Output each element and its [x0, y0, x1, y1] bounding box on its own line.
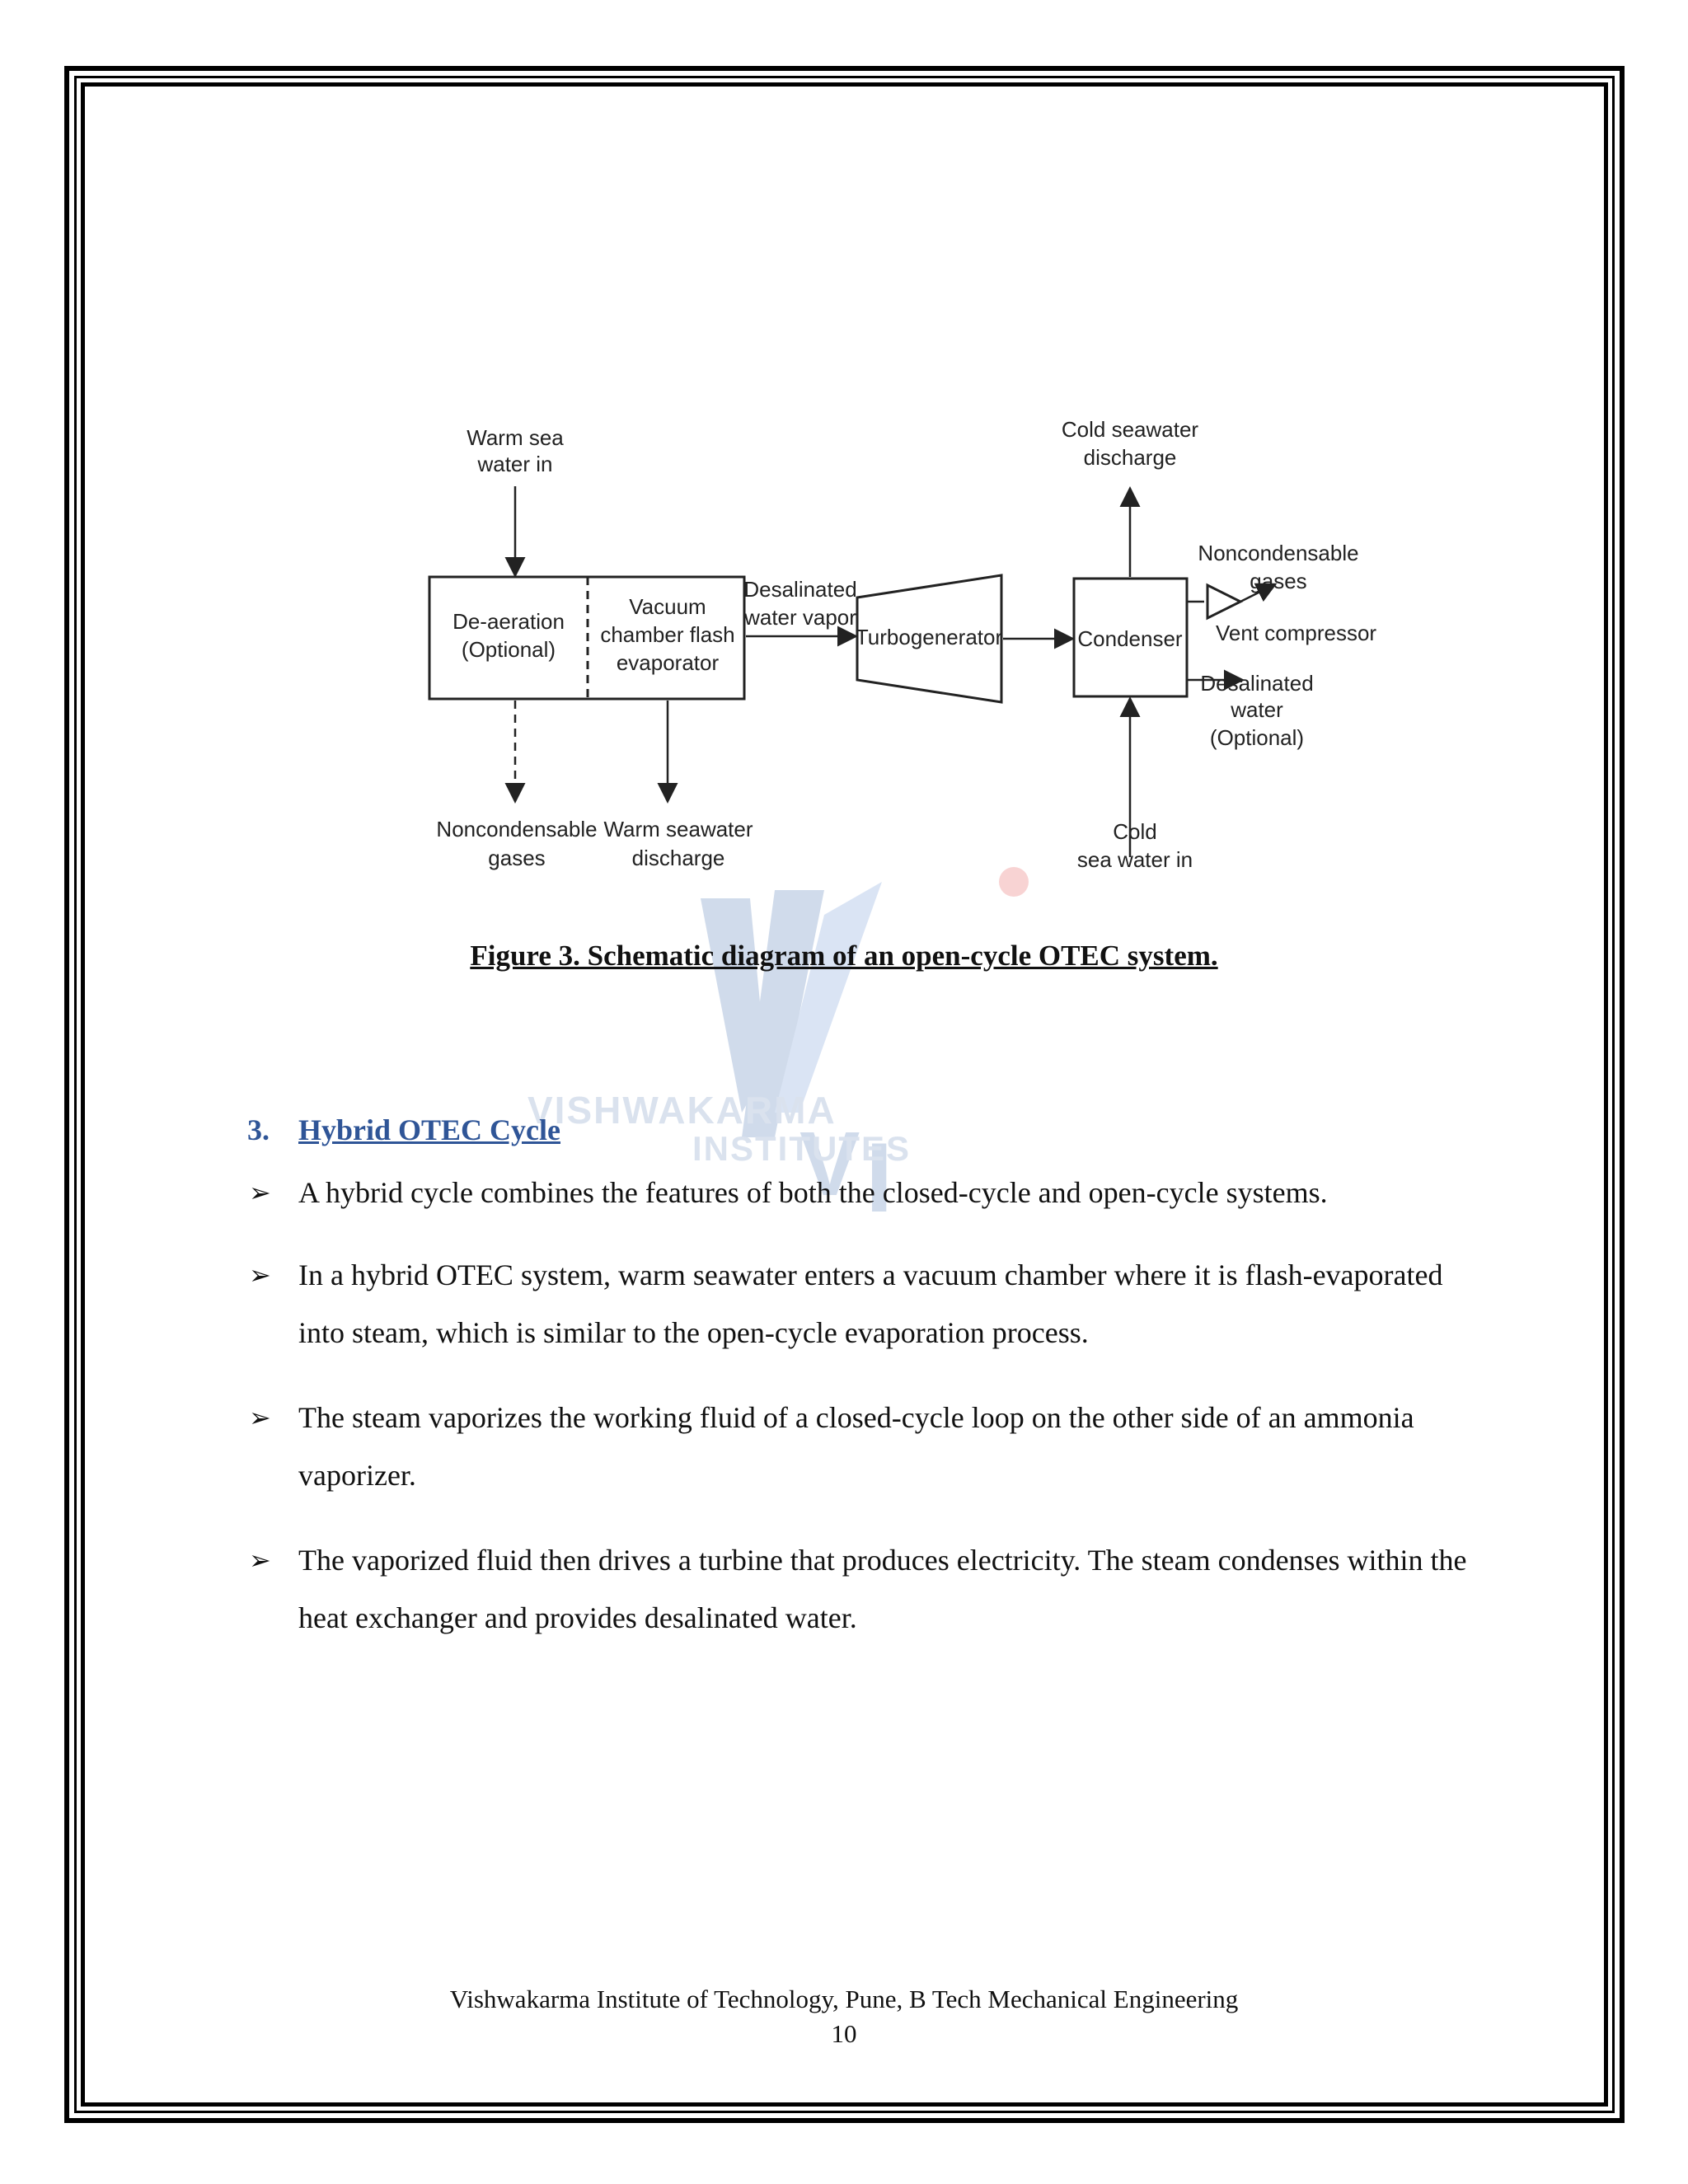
institute-watermark-logo: V I VISHWAKARMA INSTITUTES	[528, 865, 1039, 1244]
vent-compressor-shape	[1206, 583, 1244, 621]
page-number: 10	[831, 2019, 857, 2048]
figure-caption: Figure 3. Schematic diagram of an open-c…	[470, 940, 1218, 972]
svg-text:V: V	[799, 1113, 860, 1215]
label-turbogenerator: Turbogenerator	[856, 625, 1003, 649]
label-condenser: Condenser	[1077, 626, 1183, 651]
label-deaeration: De-aeration(Optional)	[452, 609, 565, 662]
turbogenerator-shape	[856, 574, 1003, 704]
page-border-inner	[81, 82, 1608, 2107]
bullet-text: The vaporized fluid then drives a turbin…	[298, 1544, 1467, 1634]
arrow-bullet-icon: ➢	[249, 1178, 271, 1207]
section-heading: 3. Hybrid OTEC Cycle	[247, 1113, 560, 1147]
page-border-outer	[64, 66, 1625, 2123]
arrow-bullet-icon: ➢	[249, 1545, 271, 1575]
watermark-text-line1: VISHWAKARMA	[528, 1089, 837, 1132]
bullet-item: ➢ In a hybrid OTEC system, warm seawater…	[249, 1246, 1469, 1361]
bullet-item: ➢ The vaporized fluid then drives a turb…	[249, 1531, 1469, 1647]
watermark-text-line2: INSTITUTES	[692, 1129, 912, 1168]
section-number: 3.	[247, 1113, 270, 1146]
arrow-bullet-icon: ➢	[249, 1260, 271, 1290]
footer-institute-line: Vishwakarma Institute of Technology, Pun…	[449, 1985, 1239, 2013]
bullet-item: ➢ A hybrid cycle combines the features o…	[249, 1164, 1469, 1221]
bullet-item: ➢ The steam vaporizes the working fluid …	[249, 1389, 1469, 1504]
page-border-middle	[74, 76, 1615, 2113]
svg-text:I: I	[865, 1122, 893, 1233]
label-vent-compressor: Vent compressor	[1216, 621, 1376, 645]
bullet-text: In a hybrid OTEC system, warm seawater e…	[298, 1258, 1443, 1349]
arrow-bullet-icon: ➢	[249, 1403, 271, 1432]
bullet-text: A hybrid cycle combines the features of …	[298, 1176, 1328, 1209]
section-title-link[interactable]: Hybrid OTEC Cycle	[298, 1113, 561, 1146]
bullet-text: The steam vaporizes the working fluid of…	[298, 1401, 1414, 1492]
